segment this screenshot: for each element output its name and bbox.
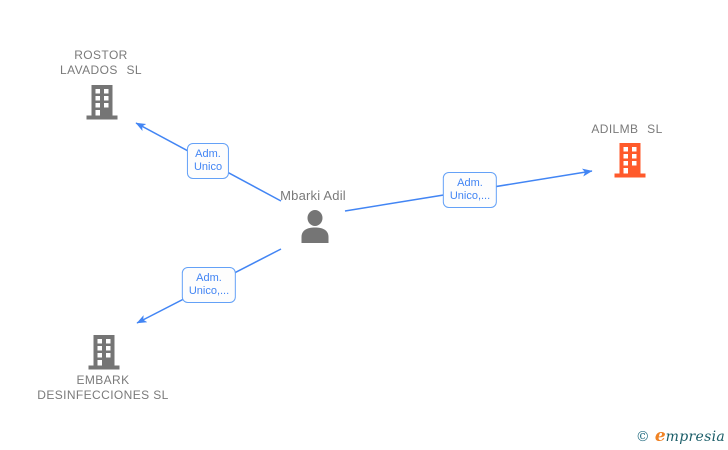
edge-label-line: Adm.	[457, 177, 483, 189]
edge-label-line: Unico	[193, 161, 223, 173]
company-name-line: DESINFECCIONES SL	[37, 388, 169, 402]
company-name-rostor: ROSTOR LAVADOS SL	[60, 48, 142, 78]
building-icon	[86, 85, 118, 120]
person-icon	[301, 210, 329, 243]
edge-label-adilmb[interactable]: Adm. Unico,...	[442, 172, 498, 208]
brand-initial: e	[654, 426, 666, 446]
company-name-line: LAVADOS SL	[60, 63, 142, 77]
edge-label-line: Adm.	[195, 148, 221, 160]
person-node[interactable]	[300, 209, 330, 248]
company-name-line: ADILMB SL	[591, 122, 663, 136]
edge-label-embark[interactable]: Adm. Unico,...	[181, 267, 237, 303]
company-node-rostor[interactable]	[86, 85, 118, 125]
building-icon	[88, 335, 120, 370]
edge-label-rostor[interactable]: Adm. Unico	[186, 143, 230, 179]
company-name-adilmb: ADILMB SL	[591, 122, 662, 137]
company-name-line: ROSTOR	[74, 48, 128, 62]
brand-text: mpresia	[665, 429, 725, 445]
company-node-adilmb[interactable]	[614, 143, 646, 183]
copyright-symbol: ©	[635, 429, 650, 445]
empresia-watermark: © empresia	[636, 426, 725, 446]
edge-label-line: Adm.	[196, 272, 222, 284]
building-icon	[614, 143, 646, 178]
edge-label-line: Unico,...	[449, 190, 491, 202]
company-node-embark[interactable]	[88, 335, 120, 375]
company-name-embark: EMBARK DESINFECCIONES SL	[37, 373, 169, 403]
company-name-line: EMBARK	[76, 373, 130, 387]
person-name: Mbarki Adil	[280, 188, 346, 203]
edge-label-line: Unico,...	[188, 285, 230, 297]
